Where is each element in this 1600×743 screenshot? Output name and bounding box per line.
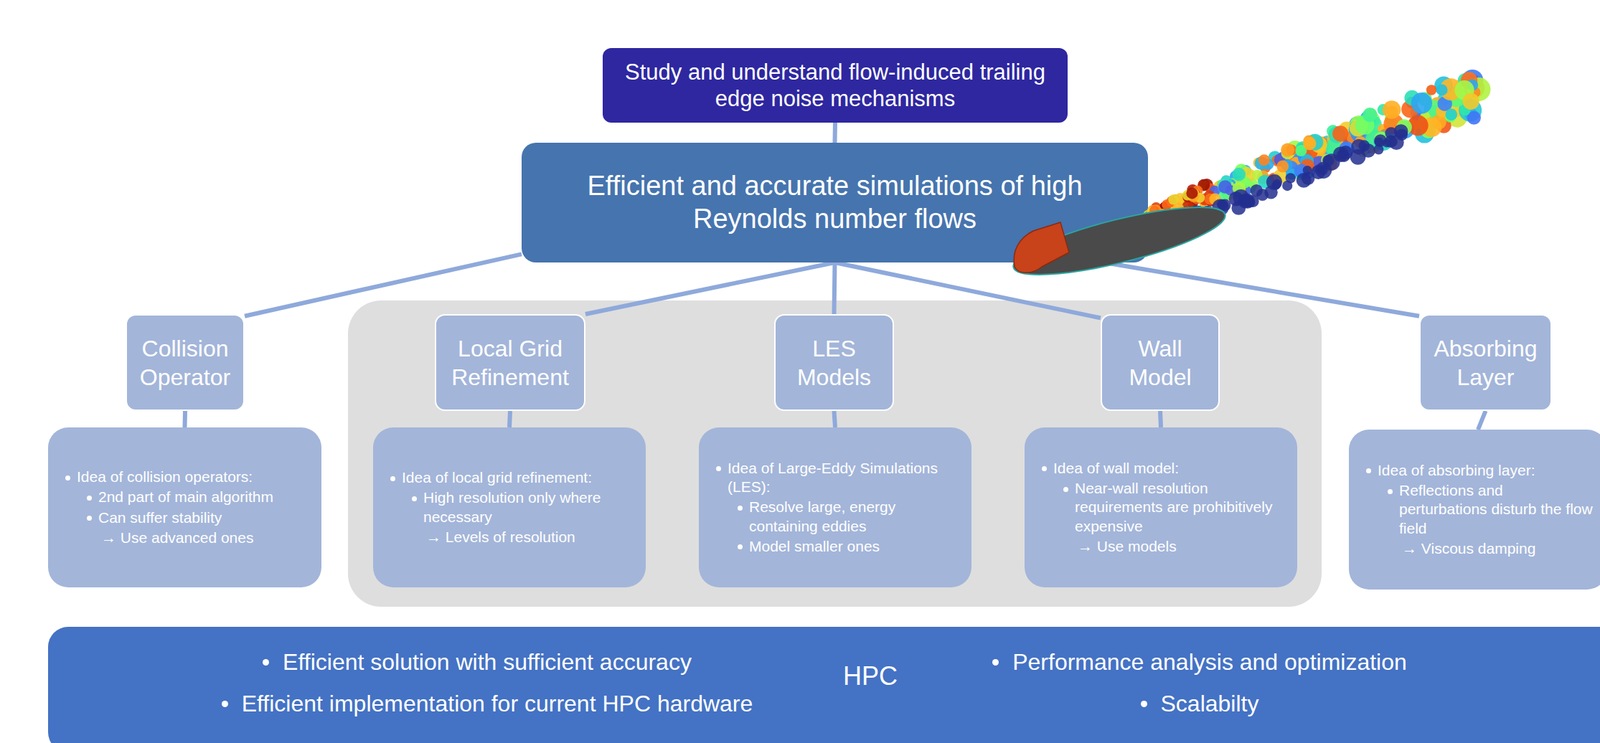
bullet-dot — [1366, 468, 1372, 474]
bullet-text: → Use models — [1077, 537, 1285, 557]
bullet-row: High resolution only where necessary — [386, 488, 633, 527]
bullet-text: Near-wall resolution requirements are pr… — [1074, 479, 1285, 536]
connector-line — [244, 253, 522, 316]
bullet-row: Idea of Large-Eddy Simulations (LES): — [711, 459, 959, 498]
bullet-dot — [86, 495, 92, 501]
bullet-row: Near-wall resolution requirements are pr… — [1037, 479, 1285, 536]
bullet-dot — [737, 505, 743, 511]
connector-line — [834, 411, 836, 428]
bullet-dot — [1387, 489, 1393, 495]
bullet-dot — [390, 476, 396, 482]
topic-body: Idea of Large-Eddy Simulations (LES):Res… — [698, 427, 972, 588]
bullet-heading: Idea of local grid refinement: — [401, 468, 633, 488]
bullet-dot — [1063, 487, 1069, 493]
box-label: Local Grid Refinement — [441, 334, 579, 392]
bullet-dot — [1041, 466, 1047, 472]
box-label: Study and understand flow-induced traili… — [617, 58, 1054, 112]
bullet-dot — [1140, 700, 1148, 708]
goal-box: Study and understand flow-induced traili… — [602, 48, 1068, 123]
bullet-text: → Use advanced ones — [101, 528, 309, 548]
band-bullet: Efficient solution with sufficient accur… — [282, 649, 692, 676]
bullet-row: Resolve large, energy containing eddies — [711, 497, 959, 536]
bullet-heading: Idea of Large-Eddy Simulations (LES): — [727, 459, 959, 498]
band-title: HPC — [843, 661, 898, 692]
bullet-row: Idea of local grid refinement: — [386, 468, 633, 488]
box-label: Absorbing Layer — [1426, 334, 1545, 392]
connector-line — [1478, 411, 1486, 430]
bullet-dot — [737, 544, 743, 550]
bullet-dot — [716, 466, 722, 472]
bullet-dot — [992, 659, 999, 666]
bullet-heading: Idea of collision operators: — [76, 467, 309, 487]
box-label: Collision Operator — [132, 334, 238, 392]
band-bullet: Performance analysis and optimization — [1012, 649, 1407, 676]
bullet-dot — [411, 496, 417, 502]
connector-line — [834, 262, 836, 315]
band-bullet: Efficient implementation for current HPC… — [241, 690, 754, 718]
bullet-text: Resolve large, energy containing eddies — [749, 497, 959, 536]
bullet-heading: Idea of absorbing layer: — [1377, 461, 1595, 480]
bullet-text: → Levels of resolution — [426, 528, 633, 547]
band-bullet: Scalabilty — [1160, 690, 1260, 718]
bullet-text: Model smaller ones — [749, 537, 959, 557]
topic-body: Idea of local grid refinement:High resol… — [373, 427, 646, 588]
bullet-text: Can suffer stability — [98, 508, 309, 528]
box-label: LES Models — [781, 334, 887, 392]
bullet-dot — [86, 515, 92, 521]
connector-line — [585, 262, 836, 315]
bullet-row: → Use models — [1037, 537, 1285, 557]
connector-line — [835, 262, 1102, 318]
connector-line — [182, 411, 188, 428]
topic-body: Idea of wall model:Near-wall resolution … — [1024, 427, 1298, 588]
hpc-band: HPC Efficient solution with sufficient ac… — [48, 627, 1600, 743]
bullet-row: Idea of collision operators: — [60, 467, 309, 487]
bullet-text: 2nd part of main algorithm — [98, 487, 309, 507]
connector-line — [1160, 411, 1161, 428]
bullet-row: 2nd part of main algorithm — [60, 487, 309, 507]
connector-line — [833, 122, 839, 143]
box-label: Efficient and accurate simulations of hi… — [533, 170, 1137, 236]
connector-line — [1104, 262, 1420, 317]
topic-header: Wall Model — [1100, 314, 1220, 412]
bullet-text: → Viscous damping — [1401, 539, 1595, 559]
topic-header: Collision Operator — [125, 314, 245, 412]
bullet-dot — [262, 659, 270, 666]
bullet-dot — [221, 700, 229, 708]
main-box: Efficient and accurate simulations of hi… — [521, 142, 1148, 263]
bullet-dot — [65, 475, 71, 481]
topic-body: Idea of collision operators:2nd part of … — [48, 427, 322, 588]
bullet-row: Can suffer stability — [60, 508, 309, 528]
topic-body: Idea of absorbing layer:Reflections and … — [1348, 429, 1600, 590]
bullet-row: → Levels of resolution — [386, 528, 633, 547]
topic-header: Absorbing Layer — [1419, 314, 1552, 412]
leading-edge — [1013, 222, 1070, 273]
topic-header: Local Grid Refinement — [434, 314, 586, 412]
bullet-text: Reflections and perturbations disturb th… — [1399, 481, 1595, 539]
bullet-text: High resolution only where necessary — [423, 488, 633, 527]
topic-header: LES Models — [774, 314, 894, 412]
bullet-row: Reflections and perturbations disturb th… — [1361, 481, 1595, 539]
bullet-row: → Use advanced ones — [60, 528, 309, 548]
connector-line — [509, 411, 511, 428]
bullet-row: Model smaller ones — [711, 537, 959, 557]
box-label: Wall Model — [1107, 334, 1213, 392]
airfoil-body — [1008, 193, 1230, 289]
bullet-row: Idea of absorbing layer: — [1361, 461, 1595, 480]
bullet-heading: Idea of wall model: — [1053, 459, 1285, 478]
wake-vortices — [1142, 69, 1491, 237]
bullet-row: Idea of wall model: — [1037, 459, 1285, 478]
bullet-row: → Viscous damping — [1361, 539, 1595, 559]
